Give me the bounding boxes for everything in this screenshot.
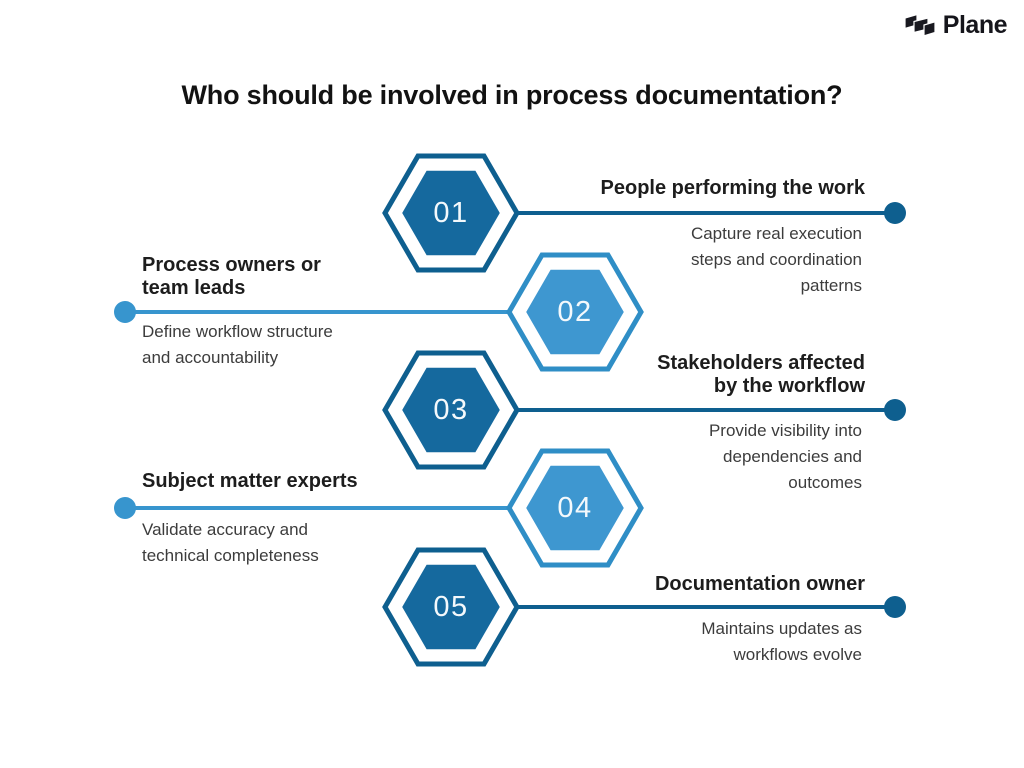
hexagon-shape-icon (382, 153, 520, 273)
plane-logo-icon (904, 13, 936, 37)
hexagon-shape-icon (506, 252, 644, 372)
step-number: 03 (433, 393, 469, 426)
connector-line-step-4 (125, 506, 512, 510)
connector-dot-step-3 (884, 399, 906, 421)
connector-line-step-2 (125, 310, 512, 314)
hexagon-shape-icon (382, 547, 520, 667)
step-2-description: Define workflow structure and accountabi… (142, 322, 333, 367)
connector-dot-step-1 (884, 202, 906, 224)
step-4-heading: Subject matter experts (142, 470, 358, 492)
connector-dot-step-4 (114, 497, 136, 519)
hexagon-step-5: 05 (381, 546, 521, 668)
step-number: 05 (433, 590, 469, 623)
connector-line-step-3 (515, 408, 895, 412)
step-number: 01 (433, 196, 469, 229)
connector-line-step-5 (515, 605, 895, 609)
step-1-heading: People performing the work (600, 177, 865, 199)
plane-logo-text: Plane (942, 11, 1008, 39)
hexagon-shape-icon (382, 350, 520, 470)
page-title: Who should be involved in process docume… (181, 80, 843, 110)
step-number: 02 (557, 295, 593, 328)
step-number: 04 (557, 491, 593, 524)
hexagon-shape-icon (506, 448, 644, 568)
hexagon-step-4: 04 (505, 447, 645, 569)
hexagon-step-3: 03 (381, 349, 521, 471)
step-5-description: Maintains updates as workflows evolve (701, 619, 862, 664)
connector-line-step-1 (515, 211, 895, 215)
plane-logo: Plane (903, 11, 1008, 40)
step-2-heading: Process owners or team leads (142, 254, 321, 299)
connector-dot-step-2 (114, 301, 136, 323)
hexagon-step-2: 02 (505, 251, 645, 373)
step-3-heading: Stakeholders affected by the workflow (657, 352, 865, 397)
step-1-description: Capture real execution steps and coordin… (690, 224, 862, 295)
step-3-description: Provide visibility into dependencies and… (708, 421, 862, 492)
connector-dot-step-5 (884, 596, 906, 618)
step-4-description: Validate accuracy and technical complete… (142, 520, 319, 565)
hexagon-step-1: 01 (381, 152, 521, 274)
step-5-heading: Documentation owner (654, 573, 865, 595)
